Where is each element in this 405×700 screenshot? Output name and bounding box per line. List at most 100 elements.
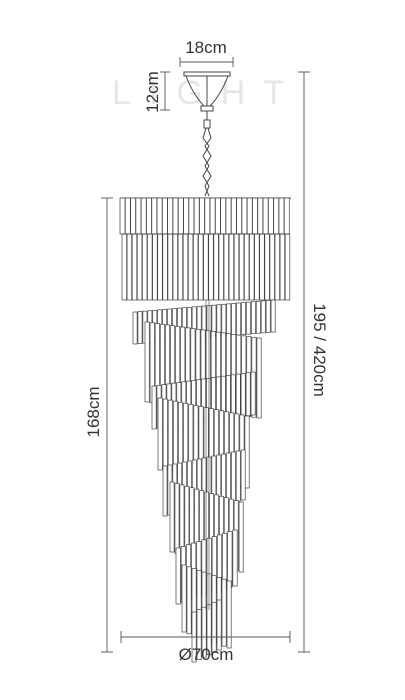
crystal-rod [179,484,185,556]
crystal-rod [208,233,214,301]
crystal-rod [257,197,264,235]
crystal-rod [265,300,271,333]
body-height-dimension: 168cm [84,197,113,653]
crystal-rod [167,197,174,235]
crystal-rod [218,233,224,301]
crystal-rod [226,580,232,649]
crystal-rod [204,197,211,235]
crystal-rod [162,197,168,235]
crystal-rod [131,233,138,301]
crystal-rod [221,578,227,647]
crystal-rod [268,197,274,235]
crystal-rod [162,465,168,517]
crystal-rod [256,337,262,419]
crystal-rod [201,606,207,658]
crystal-rod [181,564,187,633]
crystal-rod [136,233,143,301]
crystal-rod [188,197,195,235]
crystal-rod [264,233,270,301]
chandelier-body [119,197,291,663]
crystal-rod [144,321,150,403]
canopy-width-label: 18cm [185,38,227,57]
crystal-rod [231,451,236,503]
crystal-rod [204,491,210,563]
crystal-rod [240,449,246,501]
crystal-rod [255,300,261,334]
watermark-text: LIGHT [112,74,302,112]
crystal-rod [137,311,143,344]
crystal-rod [246,301,251,335]
crystal-rod [232,529,238,587]
crystal-rod [260,300,266,334]
crystal-rod [172,197,179,235]
crystal-rod [172,400,178,474]
crystal-rod [193,233,199,301]
crystal-rod [172,233,178,301]
crystal-rod [235,373,241,418]
crystal-rod [157,233,163,301]
crystal-rod [220,197,227,235]
crystal-rod [221,303,227,337]
crystal-rod [273,197,280,235]
crystal-rod [278,197,285,235]
crystal-rod [142,233,148,301]
crystal-rod [241,302,246,335]
crystal-rod [262,197,269,235]
crystal-rod [121,233,127,301]
crystal-rod [259,233,265,301]
crystal-rod [146,197,152,235]
crystal-rod [175,547,181,605]
crystal-rod [124,197,131,235]
crystal-rod [193,197,200,235]
crystal-rod [151,197,158,235]
crystal-rod [187,233,194,301]
canopy-height-label: 12cm [143,71,162,113]
crystal-rod [250,301,256,335]
crystal-rod [250,371,256,416]
crystal-rod [126,233,133,301]
crystal-rod [238,233,245,301]
total-height-label: 195 / 420cm [310,303,329,397]
crystal-rod [130,197,136,235]
crystal-rod [203,233,209,301]
crystal-rod [249,233,255,301]
crystal-rod [238,501,244,573]
crystal-rod [182,233,189,301]
crystal-rod [162,398,168,472]
crystal-rod [199,197,205,235]
crystal-rod [132,311,138,345]
crystal-rod [230,197,237,235]
crystal-rod [252,197,258,235]
crystal-rod [270,299,276,333]
crystal-rod [196,609,202,660]
crystal-rod [230,374,236,419]
crystal-rod [177,233,184,301]
diameter-dimension: Ø70cm [120,631,291,664]
crystal-rod [201,378,207,423]
crystal-rod [174,483,180,554]
crystal-rod [186,566,192,635]
crystal-rod [119,197,126,235]
crystal-rod [211,602,217,653]
canopy-width-dimension: 18cm [179,38,234,67]
total-height-dimension: 195 / 420cm [298,71,329,653]
body-height-label: 168cm [84,386,103,437]
crystal-rod [269,233,275,301]
crystal-rod [215,197,221,235]
crystal-rod [216,599,222,651]
crystal-rod [283,197,290,235]
crystal-rod [246,197,253,235]
crystal-rod [140,197,147,235]
crystal-rod [274,233,280,301]
crystal-rod [226,303,232,337]
crystal-rod [151,385,157,430]
crystal-rod [227,531,233,588]
diameter-label: Ø70cm [179,645,234,664]
crystal-rod [233,233,240,301]
crystal-rod [183,197,189,235]
crystal-rod [254,233,260,301]
crystal-rod [198,233,204,301]
crystal-rod [228,233,235,301]
crystal-rod [167,399,173,473]
